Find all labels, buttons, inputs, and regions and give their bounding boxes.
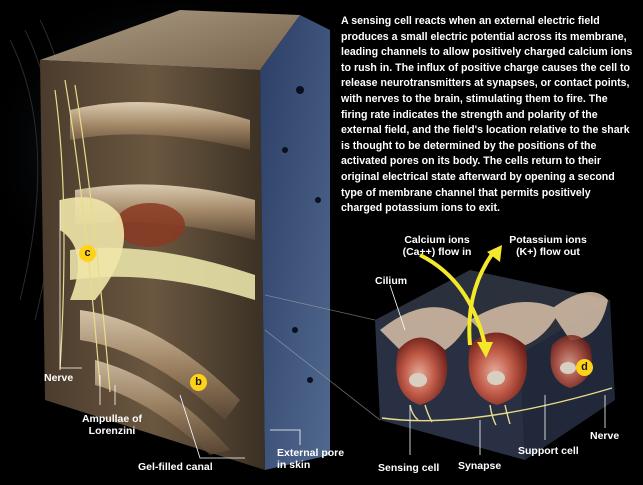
potassium-arrow — [467, 248, 497, 346]
ampullae-label-line1: Ampullae of — [81, 413, 143, 425]
ampullae-label-line2: Lorenzini — [88, 425, 136, 437]
gel-canal-label: Gel-filled canal — [138, 461, 213, 473]
canals — [60, 102, 255, 455]
external-pore-line1: External pore — [277, 447, 345, 459]
description-text: A sensing cell reacts when an external e… — [341, 15, 633, 215]
potassium-label-line2: (K+) flow out — [516, 246, 580, 258]
calcium-label-line2: (Ca++) flow in — [402, 246, 472, 258]
nerve-label-left: Nerve — [44, 372, 74, 384]
nerve-fibers — [54, 79, 111, 393]
ampullae-label: Ampullae of Lorenzini — [72, 413, 152, 437]
support-cell-label: Support cell — [518, 445, 579, 457]
external-pore-line2: in skin — [277, 459, 311, 471]
nerve-label-right: Nerve — [590, 430, 620, 442]
badge-d: d — [576, 359, 593, 376]
calcium-arrow — [419, 253, 487, 346]
potassium-ions-label: Potassium ions (K+) flow out — [502, 234, 594, 258]
side-pores — [282, 86, 321, 383]
badge-b: b — [190, 374, 207, 391]
leader-lines — [59, 200, 606, 459]
potassium-arrowhead — [487, 245, 502, 262]
calcium-ions-label: Calcium ions (Ca++) flow in — [396, 234, 478, 258]
cilium-label: Cilium — [375, 275, 408, 287]
calcium-arrowhead — [477, 342, 493, 358]
badge-c: c — [79, 245, 96, 262]
zoom-lines — [264, 294, 381, 421]
inset-nerve — [381, 387, 613, 426]
calcium-label-line1: Calcium ions — [404, 234, 470, 246]
synapse-label: Synapse — [458, 460, 502, 472]
external-pore-label: External pore in skin — [277, 447, 344, 471]
sensing-cell-label: Sensing cell — [378, 462, 440, 474]
potassium-label-line1: Potassium ions — [509, 234, 587, 246]
tissue-block-top — [40, 10, 300, 70]
tissue-block-side — [260, 15, 330, 470]
